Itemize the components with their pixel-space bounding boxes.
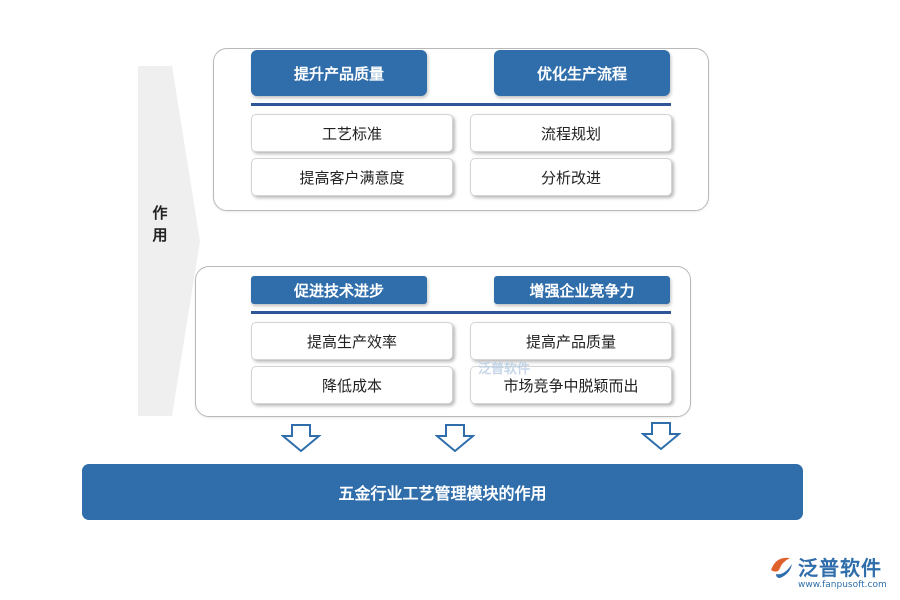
logo-name: 泛普软件 [798, 556, 882, 580]
bottom-header-competitiveness: 增强企业竞争力 [494, 276, 670, 304]
bottom-divider [251, 311, 671, 314]
bottom-item-reduce-cost: 降低成本 [251, 366, 453, 404]
bottom-item-product-quality: 提高产品质量 [470, 322, 672, 360]
top-divider [251, 103, 671, 106]
summary-bar: 五金行业工艺管理模块的作用 [82, 464, 803, 520]
side-label-line2: 用 [152, 226, 168, 244]
down-arrow-icon [641, 422, 681, 450]
top-header-quality: 提升产品质量 [251, 50, 427, 96]
down-arrow-icon [435, 424, 475, 452]
fanpu-logo-icon [771, 557, 792, 578]
top-header-process: 优化生产流程 [494, 50, 670, 96]
brand-logo: 泛普软件 www.fanpusoft.com [768, 552, 894, 596]
side-label: 作 用 [148, 202, 172, 246]
bottom-header-technology: 促进技术进步 [251, 276, 427, 304]
bottom-item-efficiency: 提高生产效率 [251, 322, 453, 360]
side-chevron-arrow [138, 66, 200, 416]
down-arrow-icon [281, 424, 321, 452]
logo-url: www.fanpusoft.com [798, 580, 887, 590]
top-item-analysis-improvement: 分析改进 [470, 158, 672, 196]
top-item-customer-satisfaction: 提高客户满意度 [251, 158, 453, 196]
bottom-item-stand-out: 市场竞争中脱颖而出 [470, 366, 672, 404]
top-item-process-standard: 工艺标准 [251, 114, 453, 152]
watermark: 泛普软件 [478, 362, 531, 377]
side-label-line1: 作 [152, 204, 168, 222]
top-item-process-planning: 流程规划 [470, 114, 672, 152]
